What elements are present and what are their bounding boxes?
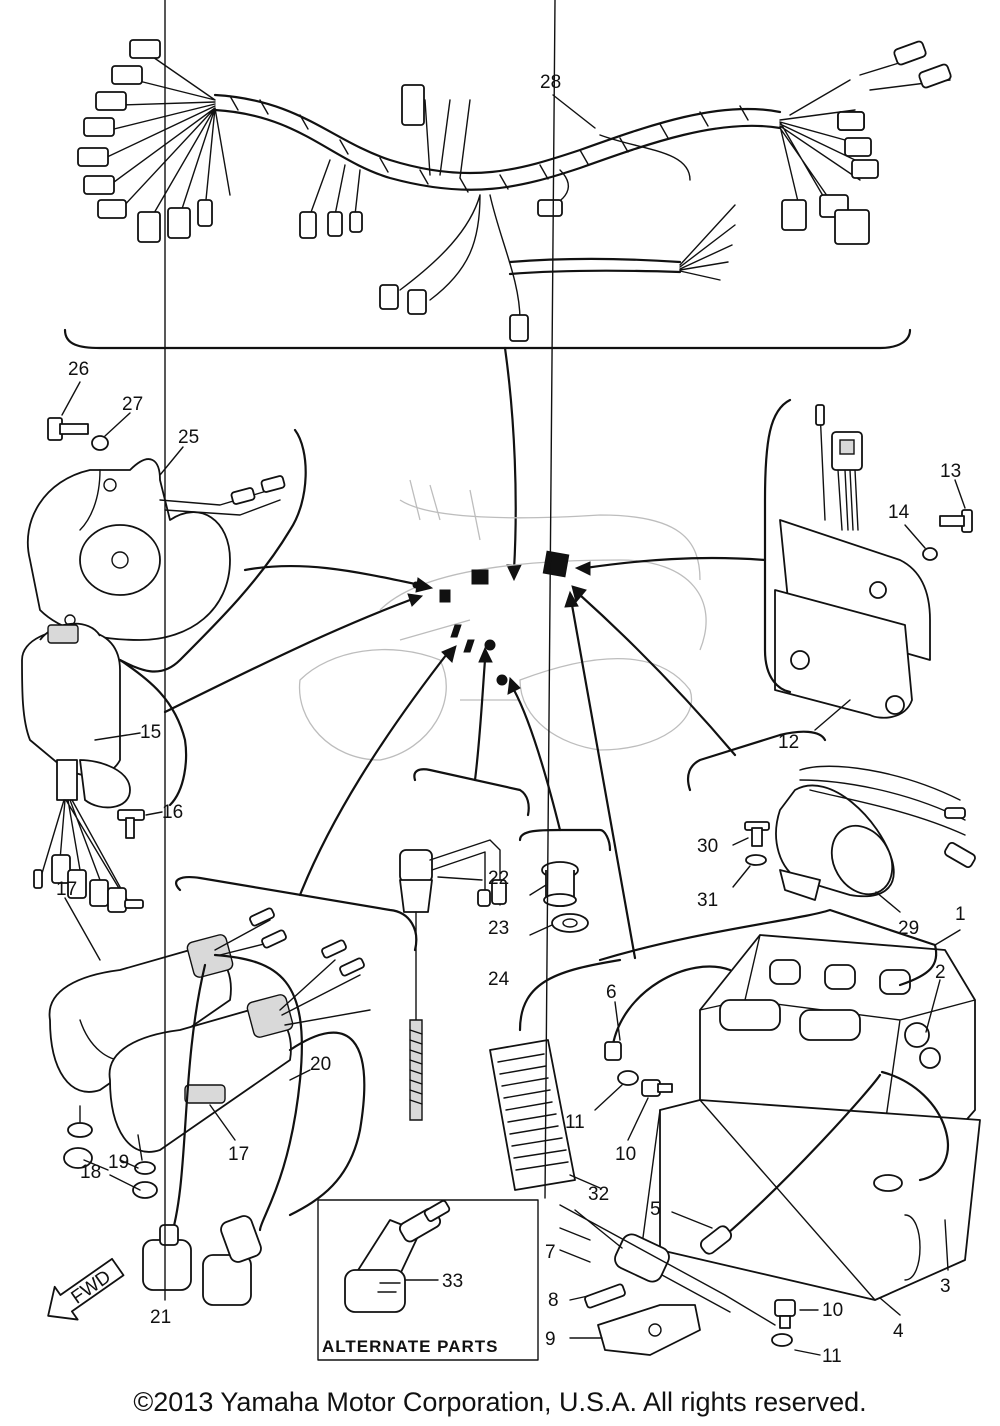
fuse-holder — [574, 1209, 731, 1356]
cable6-terminal — [604, 1041, 622, 1061]
callout-4: 4 — [893, 1321, 904, 1342]
callout-30: 30 — [697, 836, 718, 857]
callout-27: 27 — [122, 394, 143, 415]
main-switch — [21, 622, 144, 913]
harness-bracket — [63, 328, 912, 350]
regulator-location — [542, 550, 570, 578]
callout-17-lower: 17 — [228, 1144, 249, 1165]
callout-18: 18 — [80, 1162, 101, 1183]
callout-17-upper: 17 — [56, 879, 77, 900]
callout-32: 32 — [588, 1184, 609, 1205]
callout-10-lower: 10 — [822, 1300, 843, 1321]
callout-12: 12 — [778, 732, 799, 753]
callout-33: 33 — [442, 1271, 463, 1292]
starter-bracket — [118, 428, 307, 673]
nut-18-a — [63, 1147, 93, 1169]
plug-cap-left — [142, 1224, 192, 1291]
callout-15: 15 — [140, 722, 161, 743]
caution-label-32 — [489, 1039, 576, 1191]
battery-bracket — [598, 908, 937, 962]
harness-arrow — [503, 346, 517, 572]
coil-bracket — [175, 876, 418, 952]
callout-19: 19 — [108, 1152, 129, 1173]
washer-19-b — [134, 1161, 156, 1175]
callout-28: 28 — [540, 72, 561, 93]
wire-harness — [77, 39, 952, 342]
electrical-parts-diagram: FWD 28 26 27 25 13 14 12 15 16 22 23 24 … — [21, 0, 981, 1367]
battery-cable-5 — [718, 1073, 882, 1242]
callout-29: 29 — [898, 918, 919, 939]
grommet-bracket — [518, 828, 612, 852]
switch22-bracket — [413, 768, 530, 817]
callout-31: 31 — [697, 890, 718, 911]
neutral-switch-22 — [399, 839, 507, 1121]
harness-location — [471, 569, 489, 585]
starter-location — [439, 589, 451, 603]
callout-11-upper: 11 — [565, 1112, 585, 1133]
starter-relay — [775, 765, 976, 901]
ignition-coil-upper — [48, 934, 234, 1093]
screw-30 — [744, 821, 770, 847]
callout-25: 25 — [178, 427, 199, 448]
callout-24: 24 — [488, 969, 510, 990]
washer-14 — [922, 547, 938, 561]
washer-24 — [551, 913, 589, 933]
plug-cap-right — [202, 1215, 262, 1306]
nut-18-b — [132, 1181, 158, 1199]
callout-9: 9 — [545, 1329, 556, 1350]
callout-10-upper: 10 — [615, 1144, 636, 1165]
grommet-23 — [541, 861, 579, 907]
callout-23: 23 — [488, 918, 509, 939]
washer-27 — [91, 435, 109, 451]
callout-14: 14 — [888, 502, 910, 523]
callout-13: 13 — [940, 461, 961, 482]
callout-21: 21 — [150, 1307, 171, 1328]
voltage-regulator — [774, 404, 931, 719]
regulator-arrow — [583, 556, 767, 570]
callout-1: 1 — [955, 904, 966, 925]
callout-7: 7 — [545, 1242, 556, 1263]
bolt-26 — [47, 417, 89, 441]
starter-motor — [26, 458, 286, 641]
washer-31 — [745, 854, 767, 866]
switch-bracket — [118, 658, 188, 807]
copyright-notice: ©2013 Yamaha Motor Corporation, U.S.A. A… — [133, 1387, 867, 1417]
callout-16: 16 — [162, 802, 183, 823]
forward-arrow: FWD — [47, 1257, 125, 1321]
battery — [639, 934, 981, 1301]
callout-26: 26 — [68, 359, 89, 380]
plug-lead-b — [288, 1031, 366, 1217]
washer-11-a — [617, 1070, 639, 1086]
washer-19-a — [67, 1122, 93, 1138]
alternate-parts-label: ALTERNATE PARTS — [322, 1337, 499, 1356]
screw-13 — [939, 509, 973, 533]
callout-3: 3 — [940, 1276, 951, 1297]
ignition-coil-lower — [108, 994, 294, 1153]
leader-28 — [552, 94, 596, 129]
regulator-bracket — [763, 398, 792, 694]
callout-8: 8 — [548, 1290, 559, 1311]
bolt-10-a — [641, 1079, 673, 1097]
battery-arrow — [570, 603, 637, 960]
battery-cable-6 — [610, 965, 732, 1052]
relay-arrow — [578, 593, 737, 757]
callout-11-lower: 11 — [822, 1346, 842, 1367]
bolt-10-b — [774, 1299, 796, 1329]
callout-6: 6 — [606, 982, 617, 1003]
callout-5: 5 — [650, 1199, 661, 1220]
washer-11-b — [771, 1333, 793, 1347]
relay-bracket — [686, 730, 827, 792]
screw-16 — [117, 809, 145, 839]
alternate-parts-box — [317, 1199, 539, 1361]
plug-lead-a — [213, 953, 303, 1232]
starter-arrow — [243, 564, 422, 587]
plug-cap-33 — [344, 1200, 451, 1313]
callout-20: 20 — [310, 1054, 331, 1075]
callout-2: 2 — [935, 962, 946, 983]
switch-arrow — [163, 598, 412, 714]
motorcycle-outline — [298, 479, 707, 761]
callout-22: 22 — [488, 868, 509, 889]
coil-arrow — [298, 648, 452, 897]
